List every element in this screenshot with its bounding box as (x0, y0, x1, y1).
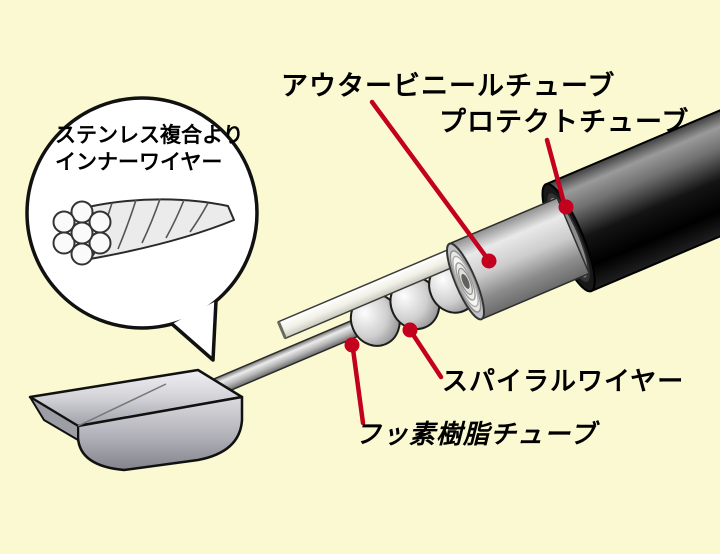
label-protect-tube: プロテクトチューブ (439, 107, 690, 138)
label-outer-vinyl-tube: アウタービニールチューブ (281, 71, 616, 102)
fluorine-strip-end (277, 321, 287, 339)
leader-line-spiral (409, 330, 444, 380)
strand-twist-line (117, 199, 137, 250)
cable-assembly (179, 48, 720, 410)
leader-lines (344, 99, 574, 426)
leader-dot-spiral (402, 322, 418, 338)
fitting-crease (77, 383, 167, 427)
vinyl-face-core (461, 273, 470, 289)
strand-wire-circle (88, 231, 112, 255)
leader-dot-outer-vinyl (481, 253, 497, 269)
leader-dot-fluorine (344, 337, 360, 353)
stranded-wire-illustration (52, 198, 235, 266)
strand-twist-line (189, 202, 209, 233)
fitting-barrel (76, 395, 244, 472)
strand-wire-circle (70, 221, 94, 245)
leader-dot-protect (558, 199, 574, 215)
label-fluorine-resin-tube: フッ素樹脂チューブ (355, 420, 597, 450)
callout-tail (170, 300, 218, 362)
strand-wire-circle (52, 210, 76, 234)
strand-twist-line (165, 199, 185, 239)
callout-text-line1: ステンレス複合より (55, 123, 244, 147)
fitting-edge (29, 396, 79, 442)
end-fitting-shape (28, 368, 244, 472)
callout-text-line2: インナーワイヤー (55, 150, 223, 174)
label-spiral-wire: スパイラルワイヤー (442, 367, 685, 397)
callout-bubble (25, 96, 259, 362)
leader-line-fluorine (350, 346, 366, 426)
outer-vinyl-tube-shape (446, 196, 591, 321)
leader-line-outer-vinyl (369, 99, 490, 261)
strand-twist-line (141, 198, 161, 244)
leader-line-protect (544, 137, 567, 206)
strand-cross-section (52, 200, 112, 266)
